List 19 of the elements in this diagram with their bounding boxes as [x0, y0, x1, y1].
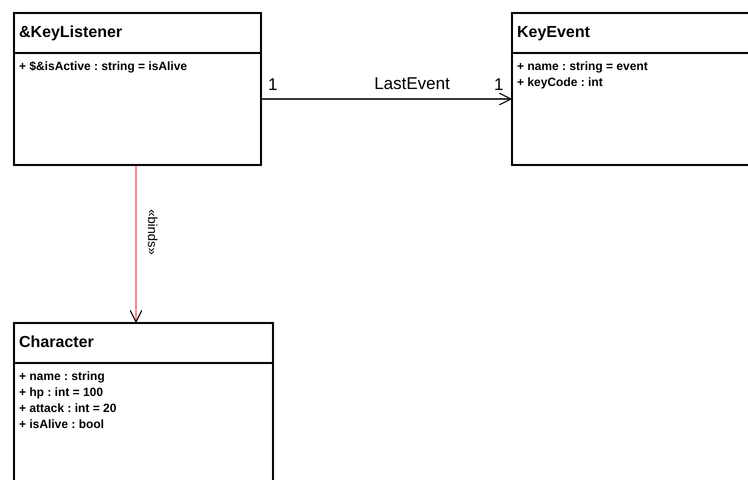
edge-label: LastEvent	[374, 74, 450, 94]
class-box	[13, 12, 262, 166]
attribute-text: + keyCode : int	[517, 74, 604, 90]
class-name: Character	[19, 333, 94, 353]
class-box	[13, 322, 274, 480]
multiplicity-label: 1	[494, 75, 504, 95]
attribute-text: + hp : int = 100	[19, 384, 104, 400]
class-box	[511, 12, 748, 166]
multiplicity-label: 1	[268, 75, 278, 95]
edge-label: «binds»	[144, 209, 160, 255]
attribute-text: + $&isActive : string = isAlive	[19, 58, 188, 74]
attribute-text: + name : string	[19, 368, 106, 384]
association-arrow	[262, 92, 512, 106]
attribute-text: + attack : int = 20	[19, 400, 118, 416]
association-arrow	[129, 166, 143, 323]
class-name: KeyEvent	[517, 23, 590, 43]
attribute-text: + name : string = event	[517, 58, 649, 74]
attribute-text: + isAlive : bool	[19, 416, 106, 432]
class-name: &KeyListener	[19, 23, 122, 43]
